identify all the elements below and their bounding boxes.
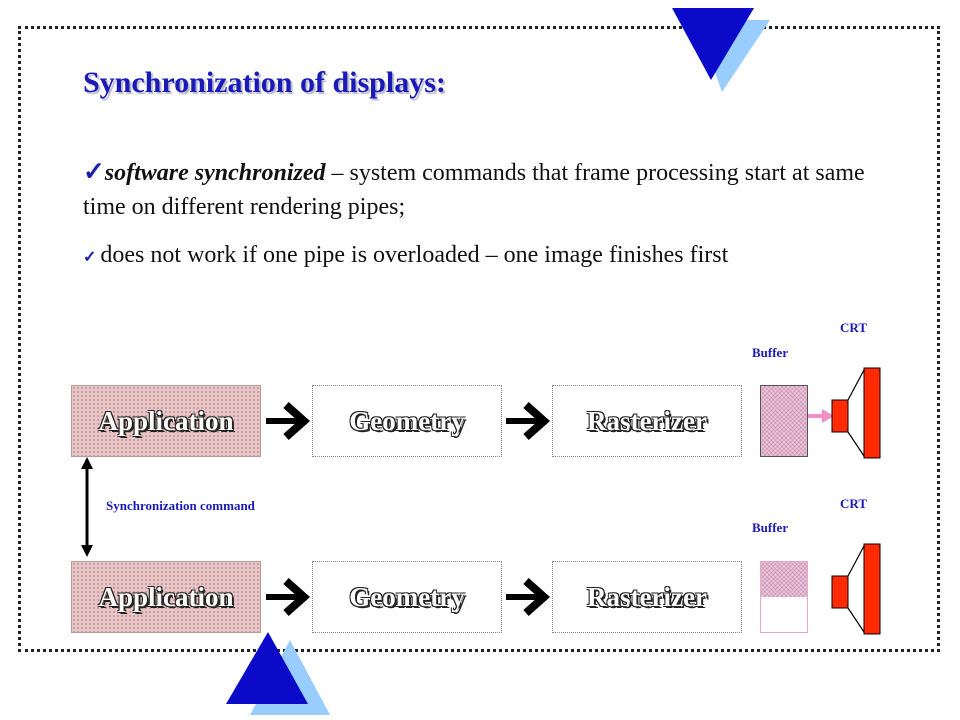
checkmark-icon: ✓ xyxy=(83,157,105,186)
slide-title: Synchronization of displays: xyxy=(83,66,446,99)
arrow-right-icon xyxy=(506,578,551,616)
buffer-label: Buffer xyxy=(752,520,789,535)
application-box: Application xyxy=(71,385,261,457)
bullet-emphasis: software synchronized xyxy=(104,160,326,186)
sync-double-arrow xyxy=(81,457,93,557)
arrow-right-icon xyxy=(266,578,311,616)
sync-command-label: Synchronization command xyxy=(106,498,255,513)
arrow-right-icon xyxy=(506,402,551,440)
crt-label: CRT xyxy=(840,496,867,511)
bullet-text: does not work if one pipe is overloaded … xyxy=(100,242,729,268)
triangle-logo-icon xyxy=(672,8,770,92)
geometry-box: Geometry xyxy=(312,385,502,457)
crt-monitor-icon xyxy=(831,543,881,635)
buffer-to-crt-arrow xyxy=(808,409,834,423)
geometry-box: Geometry xyxy=(312,561,502,633)
application-box: Application xyxy=(71,561,261,633)
rasterizer-box: Rasterizer xyxy=(552,385,742,457)
rasterizer-box: Rasterizer xyxy=(552,561,742,633)
crt-monitor-icon xyxy=(831,367,881,459)
buffer-label: Buffer xyxy=(752,345,789,360)
bullet-software-sync: ✓software synchronized – system commands… xyxy=(83,155,883,224)
checkmark-icon: ✓ xyxy=(83,249,97,266)
crt-label: CRT xyxy=(840,320,867,335)
bullet-text: – system commands that frame processing … xyxy=(83,160,865,220)
arrow-right-icon xyxy=(266,402,311,440)
frame-buffer-full xyxy=(760,385,808,457)
slide-frame xyxy=(18,26,940,652)
frame-buffer-partial xyxy=(760,561,808,633)
bullet-overload: ✓does not work if one pipe is overloaded… xyxy=(83,238,883,275)
triangle-logo-icon xyxy=(226,632,330,715)
